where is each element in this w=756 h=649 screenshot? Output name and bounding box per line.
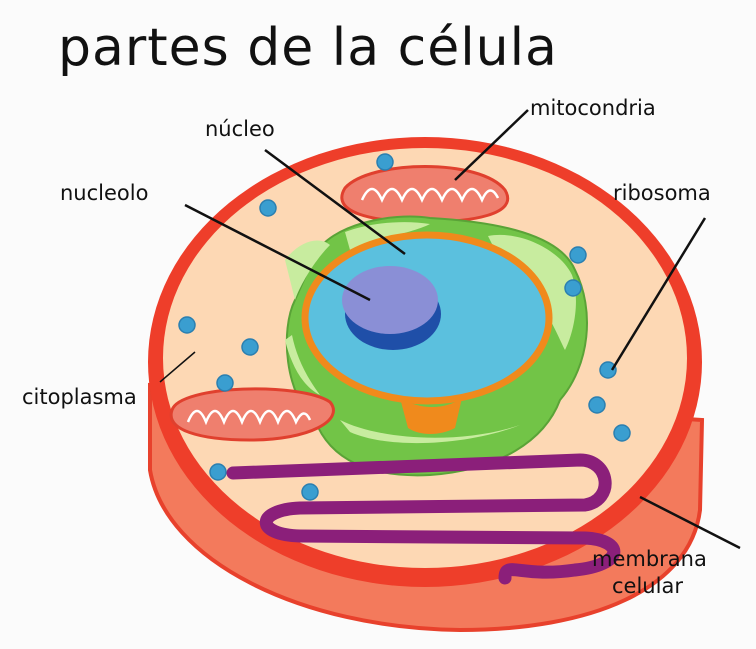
label-membrana: membrana: [592, 548, 707, 570]
ribosome: [210, 464, 226, 480]
ribosome: [260, 200, 276, 216]
ribosome: [614, 425, 630, 441]
ribosome: [302, 484, 318, 500]
ribosome: [217, 375, 233, 391]
ribosome: [570, 247, 586, 263]
mitochondrion-left: [171, 389, 333, 440]
label-celular: celular: [612, 575, 683, 597]
ribosome: [179, 317, 195, 333]
label-nucleo: núcleo: [205, 118, 275, 140]
nucleolus: [342, 266, 441, 350]
ribosome: [589, 397, 605, 413]
ribosome: [242, 339, 258, 355]
ribosome: [377, 154, 393, 170]
mitochondrion-top: [342, 167, 508, 223]
ribosome: [565, 280, 581, 296]
diagram-title: partes de la célula: [58, 18, 558, 78]
label-ribosoma: ribosoma: [613, 182, 711, 204]
label-citoplasma: citoplasma: [22, 386, 137, 408]
ribosome: [600, 362, 616, 378]
label-nucleolo: nucleolo: [60, 182, 148, 204]
label-mitocondria: mitocondria: [530, 97, 656, 119]
